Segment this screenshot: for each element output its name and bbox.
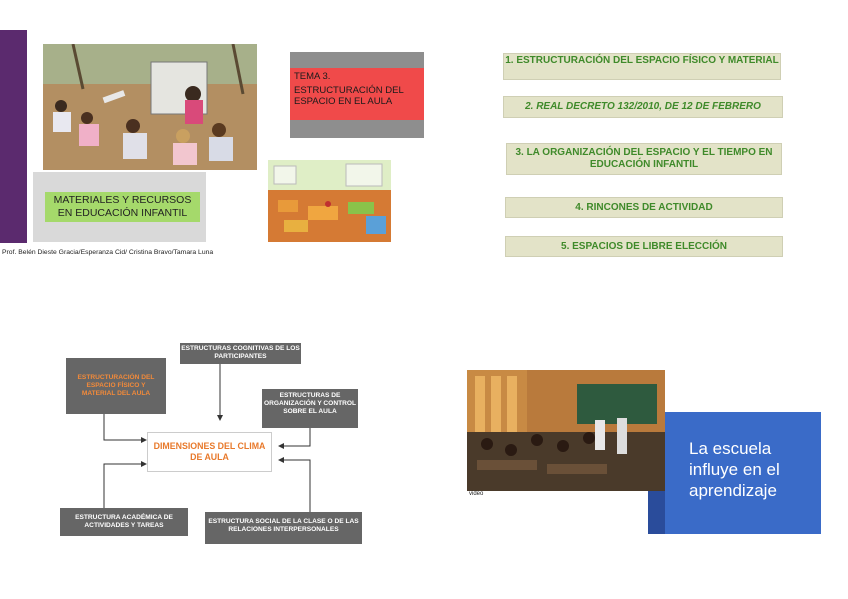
physical-space-label: ESTRUCTURACIÓN DEL ESPACIO FÍSICO Y MATE… [77, 374, 155, 397]
headline-text: La escuela influye en el aprendizaje [689, 439, 780, 500]
topic-3: 3. LA ORGANIZACIÓN DEL ESPACIO Y EL TIEM… [506, 143, 782, 175]
cognitive-structures-box: ESTRUCTURAS COGNITIVAS DE LOS PARTICIPAN… [180, 343, 301, 364]
tema-title-box: TEMA 3. ESTRUCTURACIÓN DEL ESPACIO EN EL… [290, 68, 424, 120]
cognitive-structures-label: ESTRUCTURAS COGNITIVAS DE LOS PARTICIPAN… [181, 345, 300, 360]
climate-dimensions-box: DIMENSIONES DEL CLIMA DE AULA [147, 432, 272, 472]
topic-5: 5. ESPACIOS DE LIBRE ELECCIÓN [505, 236, 783, 257]
social-structure-box: ESTRUCTURA SOCIAL DE LA CLASE O DE LAS R… [205, 512, 362, 544]
academic-structure-box: ESTRUCTURA ACADÉMICA DE ACTIVIDADES Y TA… [60, 508, 188, 536]
purple-accent-bar [0, 30, 27, 243]
materials-label: MATERIALES Y RECURSOS EN EDUCACIÓN INFAN… [45, 192, 200, 222]
outdoor-children-photo [43, 44, 257, 170]
authors-line: Prof. Belén Dieste Gracia/Esperanza Cid/… [2, 249, 214, 256]
topic-2: 2. REAL DECRETO 132/2010, DE 12 DE FEBRE… [503, 96, 783, 118]
video-caption: video [469, 491, 484, 497]
topic-1: 1. ESTRUCTURACIÓN DEL ESPACIO FÍSICO Y M… [503, 53, 781, 80]
academic-structure-label: ESTRUCTURA ACADÉMICA DE ACTIVIDADES Y TA… [75, 514, 173, 529]
video-thumbnail[interactable] [467, 370, 665, 491]
organization-box: ESTRUCTURAS DE ORGANIZACIÓN Y CONTROL SO… [262, 389, 358, 428]
headline-box: La escuela influye en el aprendizaje [665, 412, 821, 534]
topic-4: 4. RINCONES DE ACTIVIDAD [505, 197, 783, 218]
organization-label: ESTRUCTURAS DE ORGANIZACIÓN Y CONTROL SO… [263, 392, 357, 415]
social-structure-label: ESTRUCTURA SOCIAL DE LA CLASE O DE LAS R… [208, 518, 359, 533]
tema-subtitle: ESTRUCTURACIÓN DEL ESPACIO EN EL AULA [294, 85, 404, 107]
physical-space-box: ESTRUCTURACIÓN DEL ESPACIO FÍSICO Y MATE… [66, 358, 166, 414]
tema-title: TEMA 3. [294, 71, 331, 82]
classroom-photo [268, 160, 391, 242]
climate-dimensions-label: DIMENSIONES DEL CLIMA DE AULA [153, 441, 266, 462]
